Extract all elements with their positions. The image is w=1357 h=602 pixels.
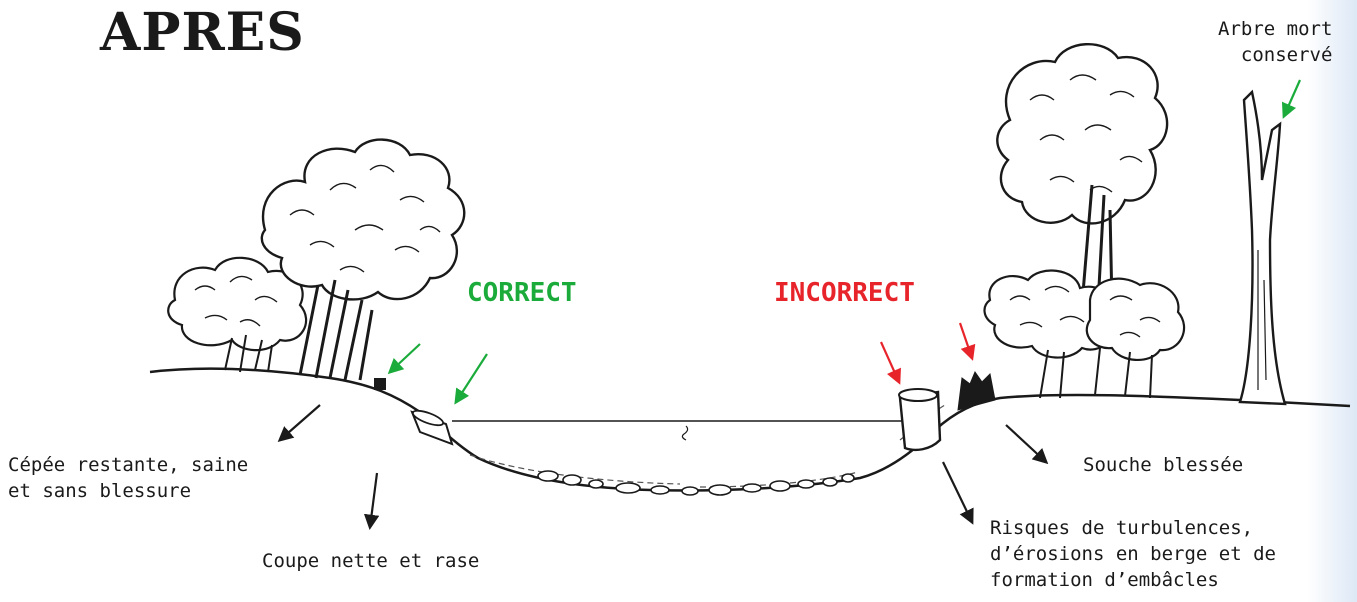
souche-label: Souche blessée (1083, 452, 1243, 478)
correct-arrow-1 (390, 344, 420, 372)
page-title: APRES (100, 4, 305, 61)
cepee-arrow (280, 405, 320, 440)
right-shrubs (985, 271, 1185, 398)
right-tall-tree (997, 44, 1167, 305)
souche-arrow (1006, 425, 1046, 462)
risques-label-line-2: d’érosions en berge et de (990, 541, 1276, 567)
cepee-label-line-1: Cépée restante, saine (8, 452, 248, 478)
dead-tree (1240, 92, 1285, 404)
risques-label: Risques de turbulences, d’érosions en be… (990, 515, 1276, 593)
incorrect-arrows (881, 323, 972, 382)
correct-label: CORRECT (467, 278, 577, 308)
clean-cut-stumps (374, 378, 452, 444)
cepee-label: Cépée restante, saine et sans blessure (8, 452, 248, 504)
risques-label-line-3: formation d’embâcles (990, 567, 1276, 593)
incorrect-label: INCORRECT (774, 278, 915, 308)
arbre-mort-label-line-1: Arbre mort (1218, 16, 1332, 42)
arbre-mort-label: Arbre mort conservé (1218, 16, 1332, 68)
coupe-arrow (370, 473, 377, 527)
cepee-label-line-2: et sans blessure (8, 478, 248, 504)
risques-label-line-1: Risques de turbulences, (990, 515, 1276, 541)
risques-arrow (943, 462, 972, 522)
coupe-label: Coupe nette et rase (262, 548, 479, 574)
dead-tree-arrow (1284, 80, 1300, 116)
incorrect-arrow-1 (881, 342, 899, 382)
injured-stump (899, 372, 995, 450)
water-ripple (682, 426, 687, 440)
left-large-tree (262, 140, 464, 380)
riverbed-pebbles (538, 471, 854, 495)
correct-arrow-2 (456, 354, 487, 402)
arbre-mort-label-line-2: conservé (1218, 42, 1332, 68)
incorrect-arrow-2 (960, 323, 972, 358)
